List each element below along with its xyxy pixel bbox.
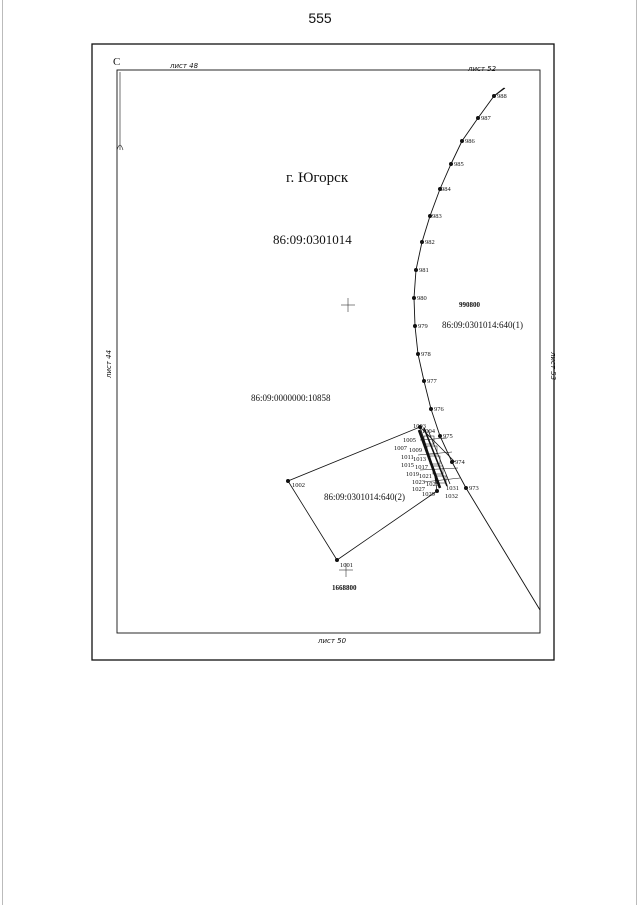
scan-edge-left bbox=[2, 0, 3, 905]
pt-974: 974 bbox=[455, 459, 466, 466]
block-number: 86:09:0301014 bbox=[273, 232, 352, 247]
pt-1003: 1003 bbox=[413, 423, 426, 430]
point-cluster bbox=[417, 427, 461, 489]
pt-985: 985 bbox=[454, 161, 464, 168]
inner-frame bbox=[116, 69, 541, 634]
pt-988: 988 bbox=[497, 93, 507, 100]
cluster-hatching bbox=[423, 435, 447, 484]
pt-986: 986 bbox=[465, 138, 476, 145]
pt-977: 977 bbox=[427, 378, 438, 385]
pt-1027: 1027 bbox=[412, 486, 426, 493]
pt-987: 987 bbox=[481, 115, 492, 122]
pt-981: 981 bbox=[419, 267, 429, 274]
pt-979: 979 bbox=[418, 323, 428, 330]
boundary-top-extension bbox=[493, 87, 505, 97]
pt-1025: 1025 bbox=[426, 481, 439, 488]
pt-1021: 1021 bbox=[419, 473, 432, 480]
grid-cross-upper bbox=[341, 298, 355, 312]
parcel-label-1: 86:09:0301014:640(1) bbox=[442, 320, 523, 330]
pt-1031: 1031 bbox=[446, 485, 459, 492]
pt-982: 982 bbox=[425, 239, 435, 246]
pt-978: 978 bbox=[421, 351, 431, 358]
parcel-label-2: 86:09:0301014:640(2) bbox=[324, 492, 405, 502]
sheet-label-top-left: лист 48 bbox=[169, 62, 199, 70]
parcel-label-other: 86:09:0000000:10858 bbox=[251, 393, 331, 403]
sheet-label-right: лист 53 bbox=[549, 351, 557, 380]
pt-975: 975 bbox=[443, 433, 453, 440]
pt-1017: 1017 bbox=[415, 464, 429, 471]
north-arrow-head bbox=[116, 144, 124, 151]
pt-1005: 1005 bbox=[403, 437, 416, 444]
pt-1032: 1032 bbox=[445, 493, 458, 500]
pt-1001: 1001 bbox=[340, 562, 353, 569]
pt-1004: 1004 bbox=[422, 428, 436, 435]
grid-x-value: 990800 bbox=[459, 301, 481, 309]
grid-cross-lower bbox=[339, 563, 353, 577]
north-label: С bbox=[113, 56, 120, 68]
grid-y-value: 1668800 bbox=[332, 584, 357, 592]
sheet-label-top-right: лист 52 bbox=[467, 65, 497, 73]
pt-1029: 1029 bbox=[422, 491, 435, 498]
page-number: 555 bbox=[308, 10, 332, 26]
scan-edge-right bbox=[636, 0, 637, 905]
pt-1013: 1013 bbox=[413, 456, 426, 463]
pt-1023: 1023 bbox=[412, 479, 425, 486]
boundary-curve bbox=[413, 87, 541, 611]
pt-973: 973 bbox=[469, 485, 479, 492]
pt-1009: 1009 bbox=[409, 447, 422, 454]
sheet-label-bottom: лист 50 bbox=[317, 637, 347, 645]
pt-1019: 1019 bbox=[406, 471, 419, 478]
pt-980: 980 bbox=[417, 295, 427, 302]
turning-points bbox=[286, 94, 496, 562]
pt-984: 984 bbox=[441, 186, 452, 193]
pt-1011: 1011 bbox=[401, 454, 414, 461]
pt-1007: 1007 bbox=[394, 445, 408, 452]
pt-1015: 1015 bbox=[401, 462, 414, 469]
pt-976: 976 bbox=[434, 406, 445, 413]
outer-frame bbox=[91, 43, 555, 661]
city-label: г. Югорск bbox=[286, 170, 349, 186]
sheet-label-left: лист 44 bbox=[105, 350, 113, 379]
pt-983: 983 bbox=[432, 213, 442, 220]
pt-1002: 1002 bbox=[292, 482, 305, 489]
